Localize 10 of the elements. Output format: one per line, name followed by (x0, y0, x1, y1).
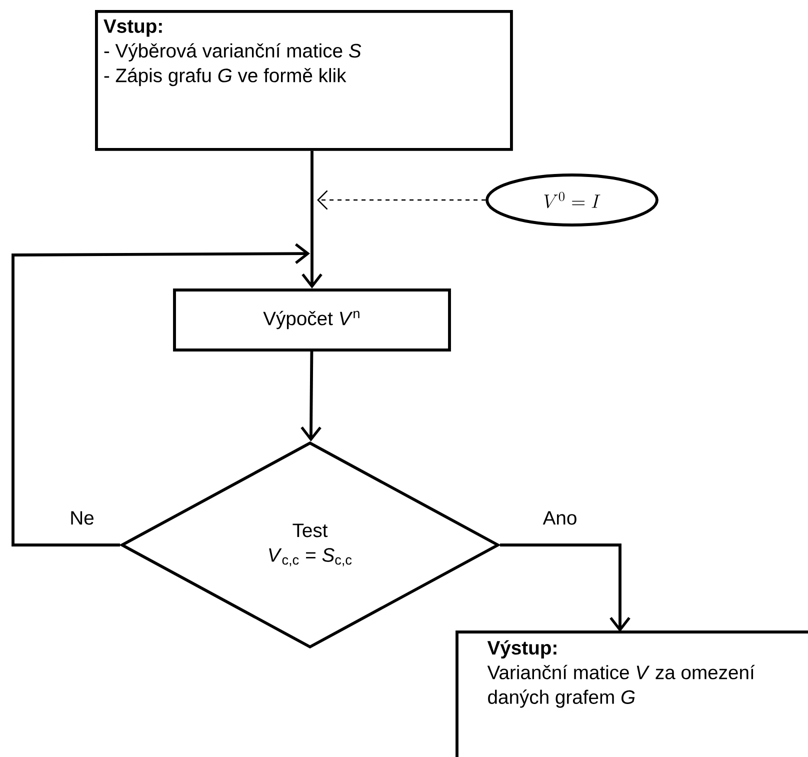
edge-label: Ano (541, 510, 579, 526)
dashed-arrow (317, 190, 486, 210)
arrow (300, 351, 322, 442)
arrow (12, 243, 310, 546)
process-box: Výpočet V$^{n}$ (173, 288, 451, 352)
arrow (500, 544, 630, 632)
output-box: Výstup: Varianční matice V za omezení daných grafem G (456, 630, 808, 757)
input-box: Vstup: - Výběrová varianční matice S - Zápis grafu G ve formě klik (95, 10, 513, 151)
edge-label: Ne (68, 510, 96, 526)
arrow (302, 150, 322, 289)
